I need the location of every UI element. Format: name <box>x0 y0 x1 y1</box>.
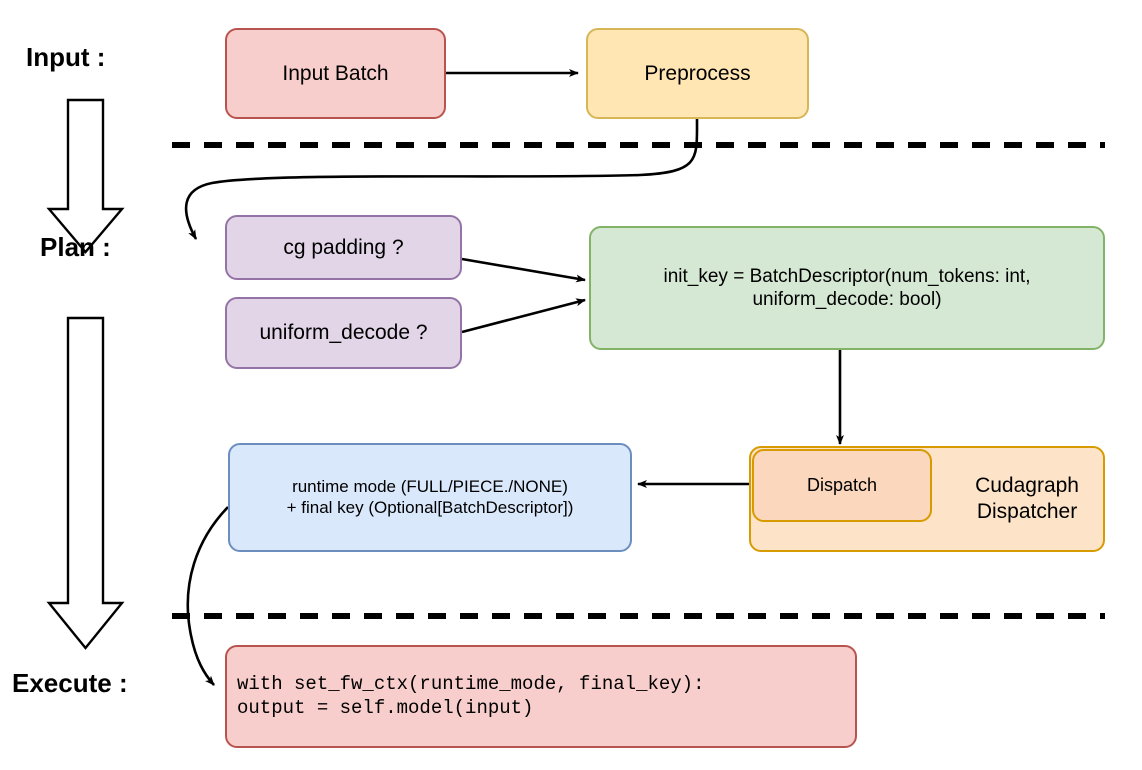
node-uniform-decode-label: uniform_decode ? <box>259 321 428 345</box>
node-input-batch-label: Input Batch <box>282 61 389 85</box>
connector-cg-padding-to-init-key <box>461 257 586 283</box>
stage-label-plan: Plan : <box>40 232 111 262</box>
stage-label-input: Input : <box>26 42 106 72</box>
big-arrow-input-to-plan <box>46 98 125 254</box>
node-cg-padding-label: cg padding ? <box>283 235 404 259</box>
node-runtime-mode-label: runtime mode (FULL/PIECE./NONE) + final … <box>286 476 574 517</box>
node-dispatch[interactable]: Dispatch <box>752 449 932 522</box>
node-cg-padding[interactable]: cg padding ? <box>225 215 462 280</box>
node-preprocess-label: Preprocess <box>644 61 751 85</box>
node-uniform-decode[interactable]: uniform_decode ? <box>225 297 462 369</box>
node-preprocess[interactable]: Preprocess <box>586 28 809 119</box>
node-input-batch[interactable]: Input Batch <box>225 28 446 119</box>
node-cudagraph-dispatcher-label: Cudagraph Dispatcher <box>975 474 1079 523</box>
connector-runtime-mode-to-execute-code <box>186 506 229 686</box>
stage-label-execute: Execute : <box>12 668 128 698</box>
node-execute-code-label: with set_fw_ctx(runtime_mode, final_key)… <box>237 673 705 719</box>
node-init-key[interactable]: init_key = BatchDescriptor(num_tokens: i… <box>589 226 1105 350</box>
connector-uniform-decode-to-init-key <box>461 298 586 334</box>
node-execute-code[interactable]: with set_fw_ctx(runtime_mode, final_key)… <box>225 645 857 748</box>
node-init-key-label: init_key = BatchDescriptor(num_tokens: i… <box>663 265 1031 310</box>
node-runtime-mode[interactable]: runtime mode (FULL/PIECE./NONE) + final … <box>228 443 632 552</box>
node-dispatch-label: Dispatch <box>806 474 878 495</box>
big-arrow-plan-to-execute <box>46 316 125 650</box>
